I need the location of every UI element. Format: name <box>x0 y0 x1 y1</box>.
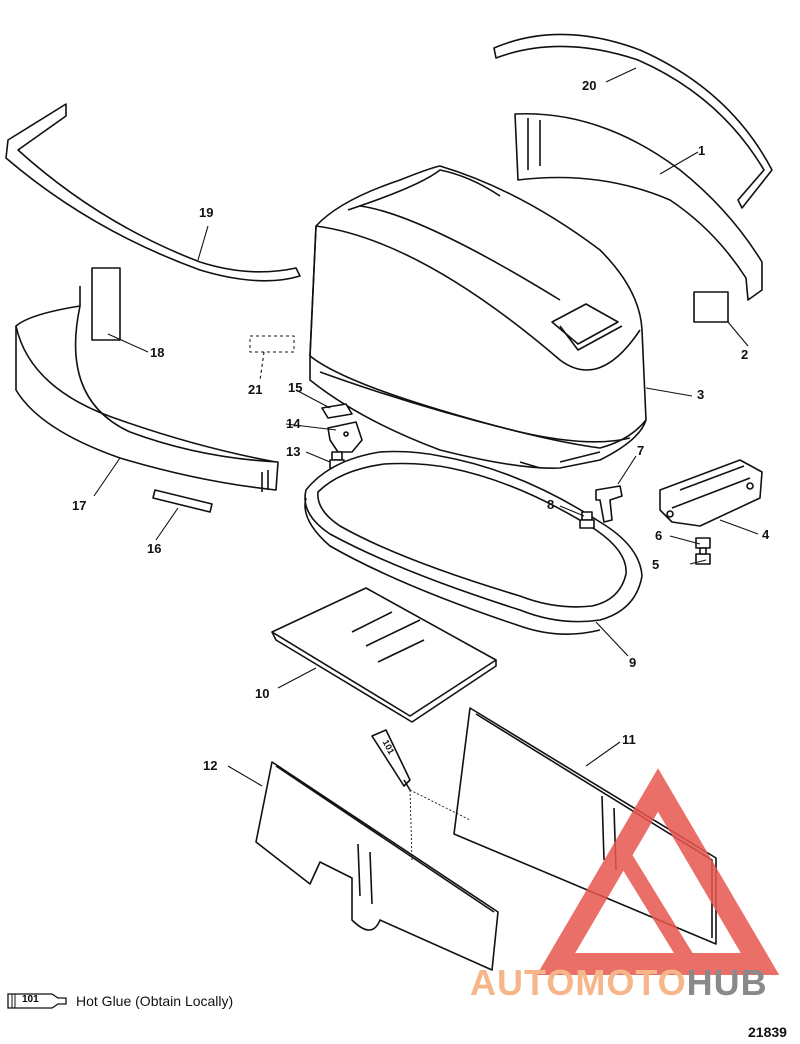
callout-2: 2 <box>741 347 749 362</box>
legend-code: 101 <box>22 994 39 1005</box>
callout-19: 19 <box>199 205 214 220</box>
callout-9: 9 <box>629 655 637 670</box>
callout-10: 10 <box>255 686 270 701</box>
part-21-decal-outline <box>249 335 295 353</box>
part-5-screw <box>695 547 711 565</box>
part-10-pad <box>271 587 497 723</box>
callout-13: 13 <box>286 444 301 459</box>
part-1-rear-panel <box>514 112 763 301</box>
callout-8: 8 <box>547 497 555 512</box>
watermark-part2: HUB <box>686 962 768 1003</box>
part-12-acoustic-panel <box>255 761 499 971</box>
callout-6: 6 <box>655 528 663 543</box>
glue-tube-101 <box>371 729 411 791</box>
part-3-top-cowl <box>309 165 647 469</box>
part-7-latch <box>595 485 623 523</box>
legend-text: Hot Glue (Obtain Locally) <box>76 993 234 1009</box>
part-9-seal-frame <box>304 450 643 635</box>
callout-3: 3 <box>697 387 705 402</box>
callout-20: 20 <box>582 78 597 93</box>
drawing-number: 21839 <box>748 1024 787 1040</box>
part-17-front-panel <box>15 286 279 492</box>
callout-15: 15 <box>288 380 303 395</box>
part-2-decal <box>693 291 729 323</box>
callout-7: 7 <box>637 443 645 458</box>
callout-17: 17 <box>72 498 87 513</box>
callout-16: 16 <box>147 541 162 556</box>
part-20-seal-strip <box>493 33 773 209</box>
part-14-latch-bracket <box>327 421 363 453</box>
part-8-screw <box>579 511 595 529</box>
glue-tube-icon: 101 <box>6 991 68 1011</box>
part-4-rear-bracket <box>659 459 763 527</box>
watermark-text: AUTOMOTOHUB <box>470 962 768 1004</box>
callout-4: 4 <box>762 527 770 542</box>
legend: 101 Hot Glue (Obtain Locally) <box>6 990 233 1012</box>
callout-21: 21 <box>248 382 263 397</box>
callout-1: 1 <box>698 143 706 158</box>
watermark-part1: AUTOMOTO <box>470 962 687 1003</box>
callout-5: 5 <box>652 557 660 572</box>
callout-11: 11 <box>622 732 636 747</box>
callout-14: 14 <box>286 416 301 431</box>
part-19-seal-strip <box>5 103 301 282</box>
watermark-triangle-icon <box>536 768 780 975</box>
callout-12: 12 <box>203 758 218 773</box>
part-18-decal <box>91 267 121 341</box>
part-16-decal <box>152 489 213 513</box>
callout-18: 18 <box>150 345 165 360</box>
